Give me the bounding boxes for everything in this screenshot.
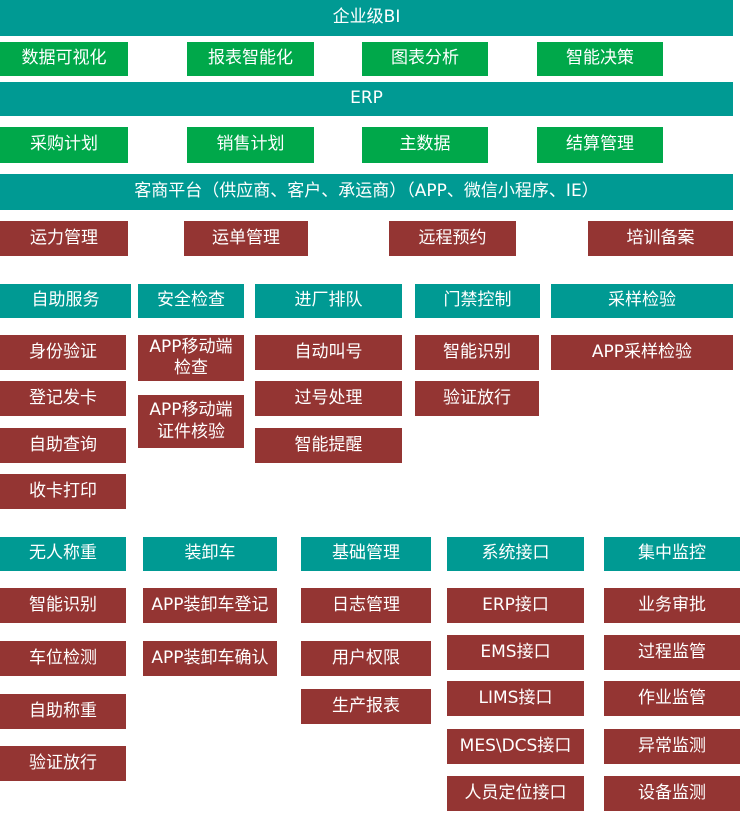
system-interface-item: ERP接口: [447, 588, 584, 623]
unmanned-weighing-item: 自助称重: [0, 694, 126, 729]
central-monitoring-item: 异常监测: [604, 729, 740, 764]
central-monitoring-item: 设备监测: [604, 776, 740, 811]
erp-item: 主数据: [362, 127, 488, 163]
safety-check-item: APP移动端 证件核验: [138, 395, 244, 448]
queue-header: 进厂排队: [255, 284, 402, 318]
access-control-item: 验证放行: [415, 381, 539, 416]
unmanned-weighing-header: 无人称重: [0, 537, 126, 571]
self-service-item: 收卡打印: [0, 474, 126, 509]
platform-item: 运力管理: [0, 221, 128, 256]
system-interface-item: 人员定位接口: [447, 776, 584, 811]
erp-item: 采购计划: [0, 127, 128, 163]
system-interface-header: 系统接口: [447, 537, 584, 571]
central-monitoring-item: 业务审批: [604, 588, 740, 623]
central-monitoring-item: 过程监管: [604, 635, 740, 670]
system-interface-item: LIMS接口: [447, 681, 584, 716]
bi-item: 智能决策: [537, 42, 663, 76]
platform-item: 培训备案: [588, 221, 733, 256]
self-service-header: 自助服务: [0, 284, 131, 318]
bi-header: 企业级BI: [0, 0, 733, 36]
self-service-item: 身份验证: [0, 335, 126, 370]
basic-management-item: 生产报表: [301, 689, 431, 724]
queue-item: 自动叫号: [255, 335, 402, 370]
system-interface-item: MES\DCS接口: [447, 729, 584, 764]
basic-management-item: 日志管理: [301, 588, 431, 623]
unmanned-weighing-item: 验证放行: [0, 746, 126, 781]
bi-item: 图表分析: [362, 42, 488, 76]
unmanned-weighing-item: 车位检测: [0, 641, 126, 676]
system-interface-item: EMS接口: [447, 635, 584, 670]
bi-item: 报表智能化: [187, 42, 314, 76]
platform-item: 远程预约: [389, 221, 516, 256]
access-control-header: 门禁控制: [415, 284, 540, 318]
basic-management-header: 基础管理: [301, 537, 431, 571]
self-service-item: 登记发卡: [0, 381, 126, 416]
sampling-item: APP采样检验: [551, 335, 733, 370]
access-control-item: 智能识别: [415, 335, 539, 370]
loading-header: 装卸车: [143, 537, 277, 571]
self-service-item: 自助查询: [0, 428, 126, 463]
platform-header: 客商平台（供应商、客户、承运商）（APP、微信小程序、IE）: [0, 174, 733, 210]
loading-item: APP装卸车登记: [143, 588, 277, 623]
safety-check-item: APP移动端 检查: [138, 335, 244, 381]
central-monitoring-item: 作业监管: [604, 681, 740, 716]
central-monitoring-header: 集中监控: [604, 537, 740, 571]
loading-item: APP装卸车确认: [143, 641, 277, 676]
safety-check-header: 安全检查: [138, 284, 244, 318]
unmanned-weighing-item: 智能识别: [0, 588, 126, 623]
sampling-header: 采样检验: [551, 284, 733, 318]
platform-item: 运单管理: [184, 221, 308, 256]
erp-item: 销售计划: [187, 127, 314, 163]
basic-management-item: 用户权限: [301, 641, 431, 676]
bi-item: 数据可视化: [0, 42, 128, 76]
erp-header: ERP: [0, 82, 733, 116]
queue-item: 过号处理: [255, 381, 402, 416]
erp-item: 结算管理: [537, 127, 663, 163]
queue-item: 智能提醒: [255, 428, 402, 463]
